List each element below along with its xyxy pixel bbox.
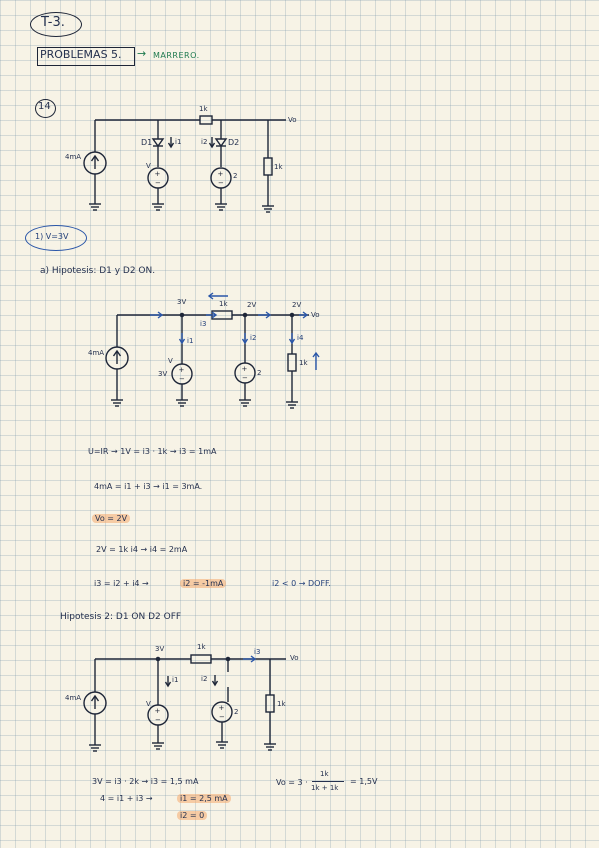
eq-b-line2-left: 4 = i1 + i3 → — [100, 794, 153, 803]
ca-output: Vo — [311, 311, 320, 319]
svg-text:−: − — [219, 713, 225, 721]
c1-v2-value: 2 — [233, 172, 238, 180]
ca-node1: 3V — [177, 298, 187, 306]
eq-a-line3: Vo = 2V — [92, 514, 131, 523]
eq-b-vo-numerator: 1k — [320, 770, 329, 778]
case-1-label: 1) V=3V — [35, 232, 69, 241]
resistor-1k-b — [190, 654, 212, 664]
ca-node2: 2V — [247, 301, 257, 309]
eq-a-line5-left: i3 = i2 + i4 → — [94, 579, 149, 588]
svg-text:+: + — [219, 704, 225, 712]
cb-i3: i3 — [254, 648, 261, 656]
title-text: PROBLEMAS 5. — [40, 48, 122, 61]
case-1-oval — [25, 225, 87, 251]
ca-load-label: 1k — [299, 359, 308, 367]
cb-output: Vo — [290, 654, 299, 662]
ca-i2: i2 — [250, 334, 257, 342]
c1-i1-label: i1 — [175, 138, 182, 146]
diode-d1 — [151, 138, 165, 148]
eq-b-vo-left: Vo = 3 · — [276, 778, 308, 787]
c1-d1-label: D1 — [141, 138, 153, 147]
eq-b-line1: 3V = i3 · 2k → i3 = 1,5 mA — [92, 777, 199, 786]
svg-text:+: + — [155, 170, 161, 178]
hypothesis-a: a) Hipotesis: D1 y D2 ON. — [40, 266, 156, 276]
svg-text:+: + — [242, 365, 248, 373]
cb-source-current: 4mA — [65, 694, 82, 702]
problem-number-circle — [35, 99, 56, 118]
hypothesis-2: Hipotesis 2: D1 ON D2 OFF — [60, 612, 182, 622]
c1-v-label: V — [146, 162, 151, 170]
c1-resistor-label: 1k — [199, 105, 208, 113]
ca-node3: 2V — [292, 301, 302, 309]
eq-b-line2-highlight: i1 = 2,5 mA — [177, 794, 231, 803]
ca-v-value: 3V — [158, 370, 168, 378]
eq-a-line5-highlight: i2 = -1mA — [180, 579, 227, 588]
c1-output-label: Vo — [288, 116, 297, 124]
resistor-1k-b-load — [265, 694, 275, 713]
eq-b-vo-denominator: 1k + 1k — [311, 784, 339, 792]
cb-load-label: 1k — [277, 700, 286, 708]
eq-a-line2: 4mA = i1 + i3 → i1 = 3mA. — [94, 482, 203, 491]
ca-i4: i4 — [297, 334, 304, 342]
author-name: MARRERO. — [153, 51, 200, 60]
c1-source-current: 4mA — [65, 153, 82, 161]
ca-i3: i3 — [200, 320, 207, 328]
resistor-1k-top — [199, 115, 213, 125]
svg-text:+: + — [155, 707, 161, 715]
header-label: T-3. — [41, 15, 65, 30]
eq-b-vo-right: = 1,5V — [350, 777, 378, 786]
ca-i1: i1 — [187, 337, 194, 345]
cb-i2: i2 — [201, 675, 208, 683]
cb-i1: i1 — [172, 676, 179, 684]
svg-text:−: − — [179, 375, 185, 383]
cb-v2-value: 2 — [234, 708, 239, 716]
c1-d2-label: D2 — [228, 138, 240, 147]
svg-text:−: − — [155, 716, 161, 724]
cb-v-label: V — [146, 700, 151, 708]
ca-v-label: V — [168, 357, 173, 365]
eq-a-line4: 2V = 1k i4 → i4 = 2mA — [96, 545, 188, 554]
svg-text:−: − — [218, 179, 224, 187]
header-label-oval — [30, 12, 82, 37]
c1-i2-label: i2 — [201, 138, 208, 146]
diode-d2 — [214, 138, 228, 148]
eq-b-line3-highlight: i2 = 0 — [177, 811, 208, 820]
svg-text:+: + — [218, 170, 224, 178]
svg-text:+: + — [179, 366, 185, 374]
svg-text:−: − — [242, 374, 248, 382]
eq-a-line1: U=IR → 1V = i3 · 1k → i3 = 1mA — [88, 447, 217, 456]
svg-text:−: − — [155, 179, 161, 187]
title-arrow: → — [137, 47, 147, 60]
cb-resistor-label: 1k — [197, 643, 206, 651]
eq-a-line5-right: i2 < 0 → DOFF. — [272, 579, 331, 588]
eq-b-fraction-bar — [312, 781, 344, 782]
title-box — [37, 47, 135, 66]
ca-v2-value: 2 — [257, 369, 262, 377]
ca-resistor-label: 1k — [219, 300, 228, 308]
cb-node1: 3V — [155, 645, 165, 653]
problem-number: 14 — [38, 101, 51, 112]
ca-source-current: 4mA — [88, 349, 105, 357]
c1-load-label: 1k — [274, 163, 283, 171]
